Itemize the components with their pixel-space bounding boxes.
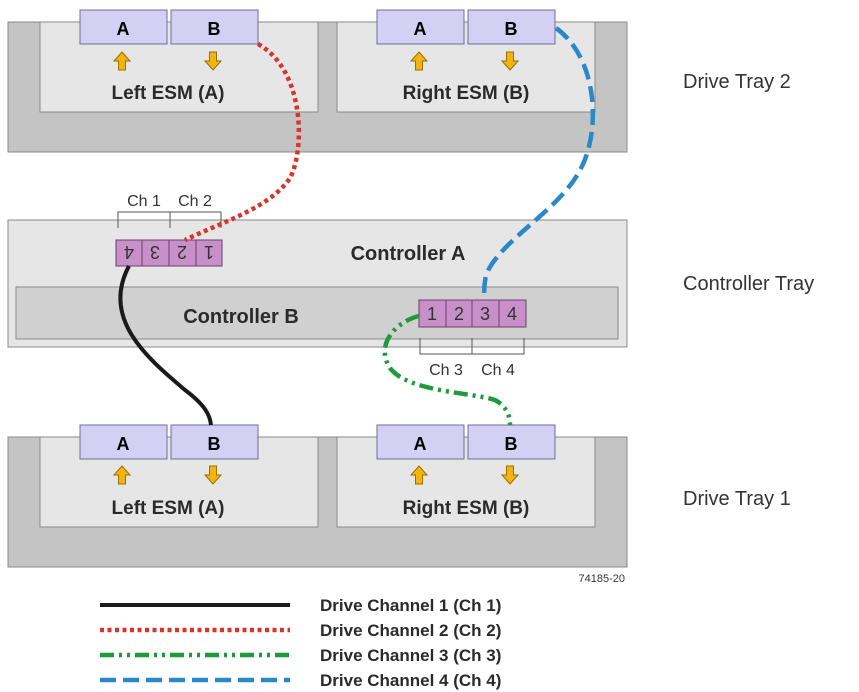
legend-label-ch2: Drive Channel 2 (Ch 2) — [320, 621, 501, 640]
controller-a-port-3: 3 — [150, 242, 160, 262]
tray1-right-port-a — [376, 424, 465, 460]
legend-label-ch1: Drive Channel 1 (Ch 1) — [320, 596, 501, 615]
tray1-left-port-b-label: B — [208, 434, 221, 454]
tray2-right-port-b-label: B — [505, 19, 518, 39]
controller-tray — [7, 219, 628, 348]
tray-label-drive-tray-1: Drive Tray 1 — [683, 488, 791, 510]
channel-label-ch4: Ch 4 — [481, 362, 515, 379]
controller-a-port-4: 4 — [124, 242, 134, 262]
tray2-left-port-a-label: A — [117, 19, 130, 39]
cable-ch4 — [481, 26, 596, 301]
cable-ch1 — [118, 265, 213, 426]
tray1-right-esm-label: Right ESM (B) — [403, 498, 530, 519]
channel-label-ch1: Ch 1 — [127, 193, 161, 210]
controller-b-port-3: 3 — [480, 304, 490, 324]
tray1-left-port-a-label: A — [117, 434, 130, 454]
tray-label-controller-tray: Controller Tray — [683, 273, 814, 295]
cable-ch3 — [382, 313, 513, 426]
tray1-left-port-b — [170, 424, 259, 460]
tray2-left-esm-label: Left ESM (A) — [112, 83, 225, 104]
legend-label-ch3: Drive Channel 3 (Ch 3) — [320, 646, 501, 665]
controller-b-port-group — [418, 299, 527, 328]
controller-b-port-2: 2 — [454, 304, 464, 324]
figure-id: 74185-20 — [579, 573, 626, 585]
controller-a-channel-brackets — [117, 211, 222, 228]
controller-a-port-1: 1 — [204, 242, 214, 262]
legend: Drive Channel 1 (Ch 1) Drive Channel 2 (… — [100, 596, 501, 690]
tray-label-drive-tray-2: Drive Tray 2 — [683, 71, 791, 93]
tray1-right-port-b — [467, 424, 556, 460]
controller-b-port-1: 1 — [427, 304, 437, 324]
tray2-right-esm-label: Right ESM (B) — [403, 83, 530, 104]
tray2-right-port-a-label: A — [414, 19, 427, 39]
tray2-left-port-b — [170, 9, 259, 45]
tray1-left-port-a — [79, 424, 168, 460]
controller-a-port-2: 2 — [177, 242, 187, 262]
tray2-left-port-a — [79, 9, 168, 45]
controller-b-channel-brackets — [419, 338, 525, 355]
controller-a-label: Controller A — [351, 243, 466, 265]
cable-ch2 — [184, 42, 302, 243]
controller-b-label: Controller B — [183, 306, 299, 328]
tray2-right-port-a — [376, 9, 465, 45]
tray2-left-port-b-label: B — [208, 19, 221, 39]
channel-label-ch2: Ch 2 — [178, 193, 212, 210]
controller-a-port-group — [115, 239, 223, 267]
channel-label-ch3: Ch 3 — [429, 362, 463, 379]
legend-label-ch4: Drive Channel 4 (Ch 4) — [320, 671, 501, 690]
tray1-left-esm-label: Left ESM (A) — [112, 498, 225, 519]
tray1-right-port-b-label: B — [505, 434, 518, 454]
tray2-right-port-b — [467, 9, 556, 45]
controller-b-port-4: 4 — [507, 304, 517, 324]
tray1-right-port-a-label: A — [414, 434, 427, 454]
